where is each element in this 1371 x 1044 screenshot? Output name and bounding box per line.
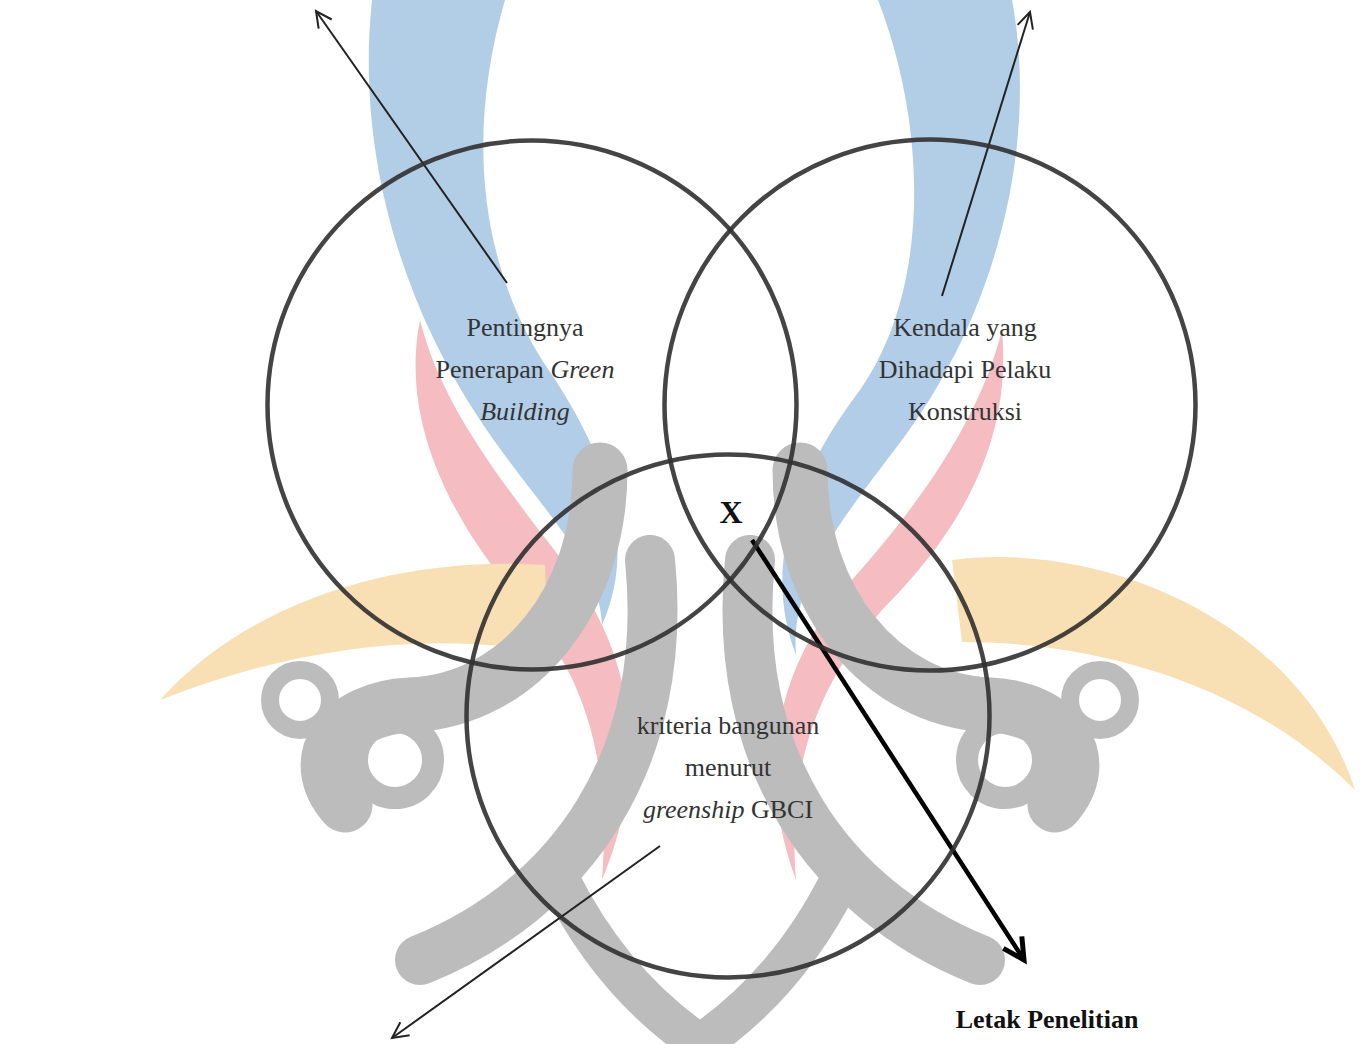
grey-spiral: [270, 670, 330, 730]
intersection-mark: X: [719, 494, 742, 531]
venn-circle: kriteria bangunan menurut greenship GBCI: [464, 452, 992, 980]
circle-label: kriteria bangunan menurut greenship GBCI: [637, 705, 820, 831]
grey-wing: [800, 470, 1072, 805]
grey-wing: [420, 560, 653, 960]
grey-wing: [747, 560, 980, 960]
grey-wing: [560, 880, 700, 1044]
circle-outline: [665, 140, 1196, 671]
venn-circle: Pentingnya Penerapan Green Building: [265, 138, 799, 672]
grey-spiral: [1070, 670, 1130, 730]
leader-arrow: [392, 846, 660, 1038]
grey-spiral: [357, 722, 433, 798]
grey-wing: [328, 470, 600, 805]
circle-outline: [467, 455, 990, 978]
circle-label: Pentingnya Penerapan Green Building: [436, 307, 615, 433]
circle-label: Kendala yang Dihadapi Pelaku Konstruksi: [879, 307, 1052, 433]
venn-circle: Kendala yang Dihadapi Pelaku Konstruksi: [662, 137, 1198, 673]
research-arrow: [752, 540, 1024, 960]
research-position-label: Letak Penelitian: [956, 1005, 1139, 1035]
circle-outline: [268, 141, 797, 670]
orange-beak: [952, 557, 1355, 790]
